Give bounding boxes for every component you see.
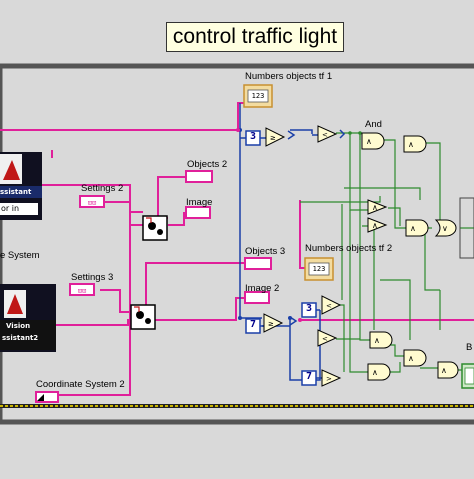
and-gate-4[interactable] [369,331,393,349]
const-3-b-value: 3 [305,303,313,314]
less-node-2[interactable] [321,295,342,315]
svg-text:∨: ∨ [442,224,448,233]
numbers-tf2-indicator [304,257,334,281]
or-gate-1[interactable] [434,219,457,237]
label-numbers-tf2: Numbers objects tf 2 [305,243,393,254]
svg-text:⊡⊡: ⊡⊡ [88,199,96,207]
boolean-indicator-partial [461,363,474,389]
svg-text:≥: ≥ [268,320,274,328]
svg-text:<: < [326,302,332,310]
const-7-a[interactable] [245,318,261,334]
label-settings2: Settings 2 [81,183,124,194]
label-numbers-tf1: Numbers objects tf 1 [245,71,333,82]
coord-system2-terminal[interactable] [35,391,59,403]
greater-node-3[interactable] [321,369,342,387]
label-settings3: Settings 3 [71,272,114,283]
vision-top-line2: or in [1,204,20,213]
numbers-tf1-glyph: 123 [251,92,265,100]
not-node-1[interactable] [367,199,388,215]
const-7-b[interactable] [301,370,317,386]
and-gate-6[interactable] [367,363,391,381]
greater-equal-node-2[interactable] [263,313,284,333]
svg-text:∧: ∧ [374,336,380,345]
label-and: And [365,119,382,130]
wire-chevrons [287,129,346,326]
const-7-a-value: 7 [249,319,257,330]
and-gate-7[interactable] [437,361,459,379]
svg-text:∧: ∧ [372,203,378,212]
objects3-terminal[interactable] [244,257,272,270]
label-objects3: Objects 3 [245,246,286,257]
svg-text:<: < [322,131,328,139]
and-gate-2[interactable] [403,135,427,153]
compare-glyphs: ≥ < ≥ < < > [268,131,332,383]
settings3-terminal[interactable]: ⊡⊡ [69,283,95,296]
svg-text:∧: ∧ [372,368,378,377]
settings2-terminal[interactable]: ⊡⊡ [79,195,105,208]
pink-wires [0,102,474,396]
numbers-tf2-glyph: 123 [312,265,326,273]
vision-bottom-line2: ssistant2 [2,334,39,342]
const-7-b-value: 7 [305,371,313,382]
diagram-title: control traffic light [166,22,344,52]
while-loop-frame [0,63,474,425]
label-objects2: Objects 2 [187,159,228,170]
vision-function-subvi-2[interactable] [130,304,156,330]
svg-text:>: > [326,375,332,383]
label-coordinate-system: e System [0,250,40,261]
numbers-tf1-indicator [243,84,273,108]
svg-text:∧: ∧ [441,366,447,375]
less-node-1[interactable] [317,125,338,143]
svg-text:∧: ∧ [372,221,378,230]
not-node-2[interactable] [367,217,388,233]
and-gate-3[interactable] [405,219,429,237]
svg-text:∧: ∧ [410,224,416,233]
vision-top-line1: ssistant [0,188,32,196]
compare-nodes [263,125,388,387]
svg-text:≥: ≥ [270,134,276,142]
right-edge-node [459,197,474,259]
const-3-a[interactable] [245,130,261,146]
label-image2: Image 2 [245,283,280,294]
less-node-3[interactable] [317,329,338,347]
const-3-a-value: 3 [249,131,257,142]
label-coordinate-system2: Coordinate System 2 [36,379,125,390]
svg-text:⊡⊡: ⊡⊡ [78,287,86,295]
svg-text:∧: ∧ [408,140,414,149]
wire-junctions [236,128,362,322]
vision-assistant-top[interactable] [0,152,42,220]
vision-assistant-bottom[interactable] [0,284,56,352]
vision-function-subvi-1[interactable] [142,215,168,241]
vision-bottom-line1: Vision [6,322,31,330]
const-3-b[interactable] [301,302,317,318]
and-gates [361,132,459,381]
and-gate-1[interactable] [361,132,385,150]
greater-equal-node-1[interactable] [265,127,286,147]
image2-terminal[interactable] [244,291,270,304]
gate-glyphs: ∧ ∧ ∧ ∧ ∧ ∧ ∧ ∨ ∧ ∧ [366,137,448,377]
and-gate-5[interactable] [403,349,427,367]
svg-text:∧: ∧ [366,137,372,146]
image-terminal[interactable] [185,206,211,219]
label-image: Image [186,197,213,208]
svg-text:<: < [322,335,328,343]
objects2-terminal[interactable] [185,170,213,183]
label-b-partial: B [466,342,473,353]
svg-text:∧: ∧ [408,354,414,363]
